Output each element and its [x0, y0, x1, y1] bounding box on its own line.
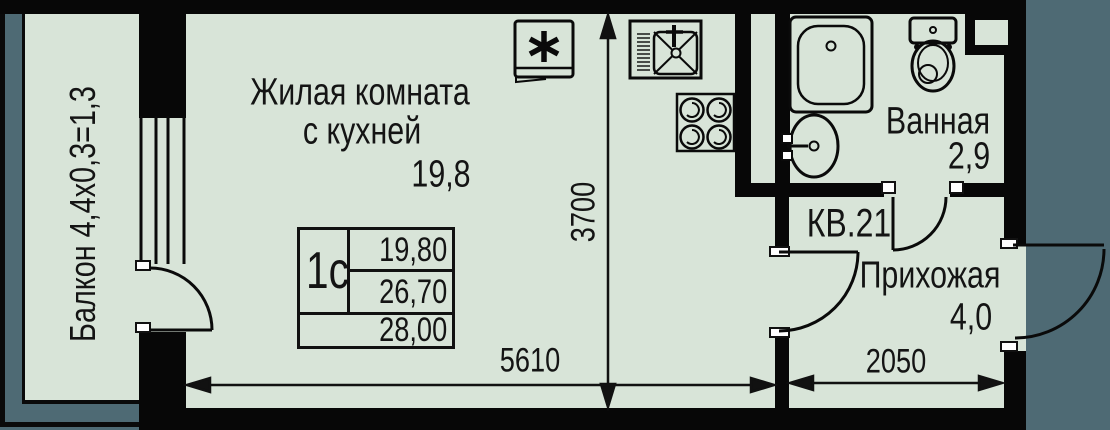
hallway-area: 4,0: [949, 296, 993, 339]
balcony-wall-band: [0, 12, 140, 430]
kitchen-sink-icon: [628, 19, 703, 80]
dim-3700: [599, 10, 617, 412]
stamp-total-area-value: 26,70: [379, 273, 448, 311]
appliances: [513, 15, 958, 179]
vent-shaft: [975, 20, 1008, 45]
dim-2050: [785, 374, 1007, 392]
stamp-type-cell: 1с: [300, 230, 350, 312]
living-room-label-line2: с кухней: [302, 110, 422, 153]
hallway-label: Прихожая: [859, 254, 1001, 297]
fridge-icon: [513, 19, 575, 84]
stamp-living-area-value: 19,80: [379, 231, 448, 269]
dim-room-width-label: 5610: [499, 341, 561, 380]
door-swing-arcs: [149, 196, 1106, 340]
stamp-total-area-cell: 26,70: [350, 272, 452, 312]
washbasin-icon: [781, 113, 840, 179]
stamp-total-with-balcony-cell: 28,00: [300, 311, 452, 349]
dim-hall-width-label: 2050: [865, 342, 927, 381]
bathroom-label: Ванная: [885, 100, 991, 143]
balcony-label: Балкон 4,4х0,3=1,3: [62, 86, 103, 342]
apartment-stamp-table: 1с 19,80 26,70 28,00: [297, 227, 455, 349]
balcony-window: [139, 116, 186, 264]
stamp-type-value: 1с: [306, 242, 349, 300]
dim-room-height-label: 3700: [564, 181, 603, 243]
bathtub-icon: [788, 15, 874, 114]
dim-5610: [182, 376, 779, 394]
living-room-area: 19,8: [411, 153, 471, 196]
living-room-door: [778, 250, 860, 333]
living-room-label-line1: Жилая комната: [250, 71, 470, 114]
entrance-door: [1013, 243, 1106, 340]
stove-icon: [675, 92, 736, 153]
toilet-icon: [908, 16, 958, 93]
bathroom-area: 2,9: [947, 135, 991, 178]
dimension-arrows: [182, 10, 1007, 412]
bathroom-door: [891, 196, 948, 252]
walls: [0, 0, 1026, 430]
balcony-door: [149, 266, 214, 332]
stamp-total-with-balcony-value: 28,00: [379, 311, 448, 349]
apartment-number: КВ.21: [806, 201, 892, 246]
stamp-living-area-cell: 19,80: [350, 230, 452, 272]
